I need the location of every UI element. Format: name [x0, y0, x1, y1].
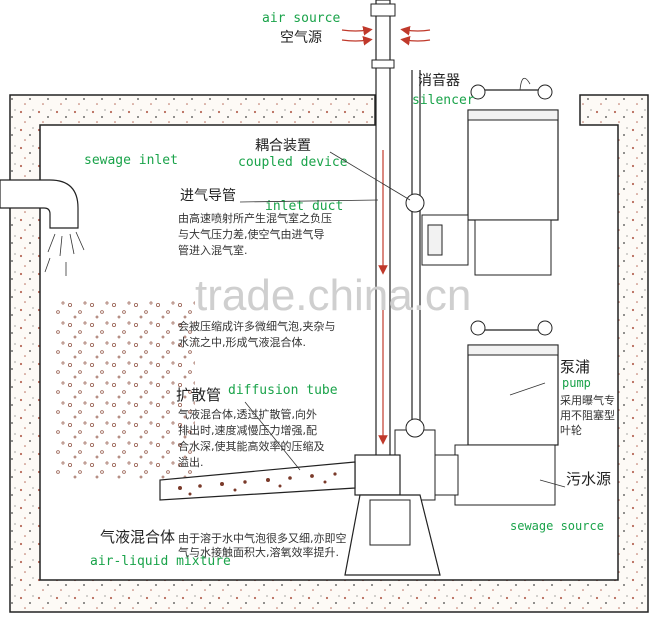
tank-walls — [9, 94, 649, 613]
silencer-label: silencer — [412, 93, 475, 108]
leader-lines — [239, 151, 566, 488]
air-source-arrows — [341, 25, 431, 46]
air-source-label: air source — [262, 11, 340, 26]
silencer-cn-label: 消音器 — [418, 72, 460, 89]
inlet-desc-line-1: 由高速喷射所产生混气室之负压 — [178, 211, 332, 225]
inlet-desc-line-3: 管进入混气室. — [178, 243, 248, 257]
inlet-desc-line-2: 与大气压力差,使空气由进气导 — [178, 227, 325, 241]
coupled-device-cn-label: 耦合装置 — [255, 138, 311, 154]
diffusion-desc-line-3: 合水深,使其能高效率的压缩及 — [178, 439, 325, 453]
inlet-duct-label: inlet duct — [265, 199, 343, 214]
coupled-device-label: coupled device — [238, 155, 348, 170]
diffusion-tube-label: diffusion tube — [228, 383, 338, 398]
sewage-inlet-label: sewage inlet — [84, 153, 178, 168]
pump-label: pump — [562, 376, 591, 390]
watermark: trade.china.cn — [195, 271, 471, 320]
mix-desc-line-2: 水流之中,形成气液混合体. — [178, 335, 306, 349]
bubble-field — [55, 300, 195, 480]
pump-desc-line-3: 叶轮 — [560, 423, 582, 437]
diffusion-desc-line-1: 气液混合体,透过扩散管,向外 — [178, 407, 317, 421]
inlet-duct-cn-label: 进气导管 — [180, 188, 236, 204]
pump-cn-label: 泵浦 — [560, 358, 590, 376]
pump-desc-line-2: 用不阻塞型 — [560, 408, 615, 422]
diffusion-tube — [159, 461, 356, 501]
diffusion-desc-line-4: 溢出. — [178, 455, 204, 469]
air-source-cn-label: 空气源 — [280, 30, 322, 46]
mixture-desc-line-1: 由于溶于水中气泡很多又细,亦即空 — [178, 531, 347, 545]
diffusion-cn-label: 扩散管 — [176, 386, 221, 404]
sewage-source-cn-label: 污水源 — [566, 470, 611, 488]
mixture-cn-label: 气液混合体 — [100, 528, 175, 546]
air-inlet-pipe — [370, 0, 396, 471]
mixing-chamber — [344, 454, 441, 576]
mix-desc-line-1: 会被压缩成许多微细气泡,夹杂与 — [178, 319, 336, 333]
sewage-inlet-pipe — [0, 179, 85, 276]
pump-desc-line-1: 采用曝气专 — [560, 393, 615, 407]
mixture-desc-line-2: 气与水接触面积大,溶氧效率提升. — [178, 545, 339, 559]
upper-pump — [405, 77, 559, 276]
mixture-label: air-liquid mixture — [90, 554, 231, 569]
diffusion-desc-line-2: 排出时,速度减慢压力增强,配 — [178, 423, 317, 437]
sewage-source-label: sewage source — [510, 519, 604, 533]
water-spray — [44, 231, 85, 276]
